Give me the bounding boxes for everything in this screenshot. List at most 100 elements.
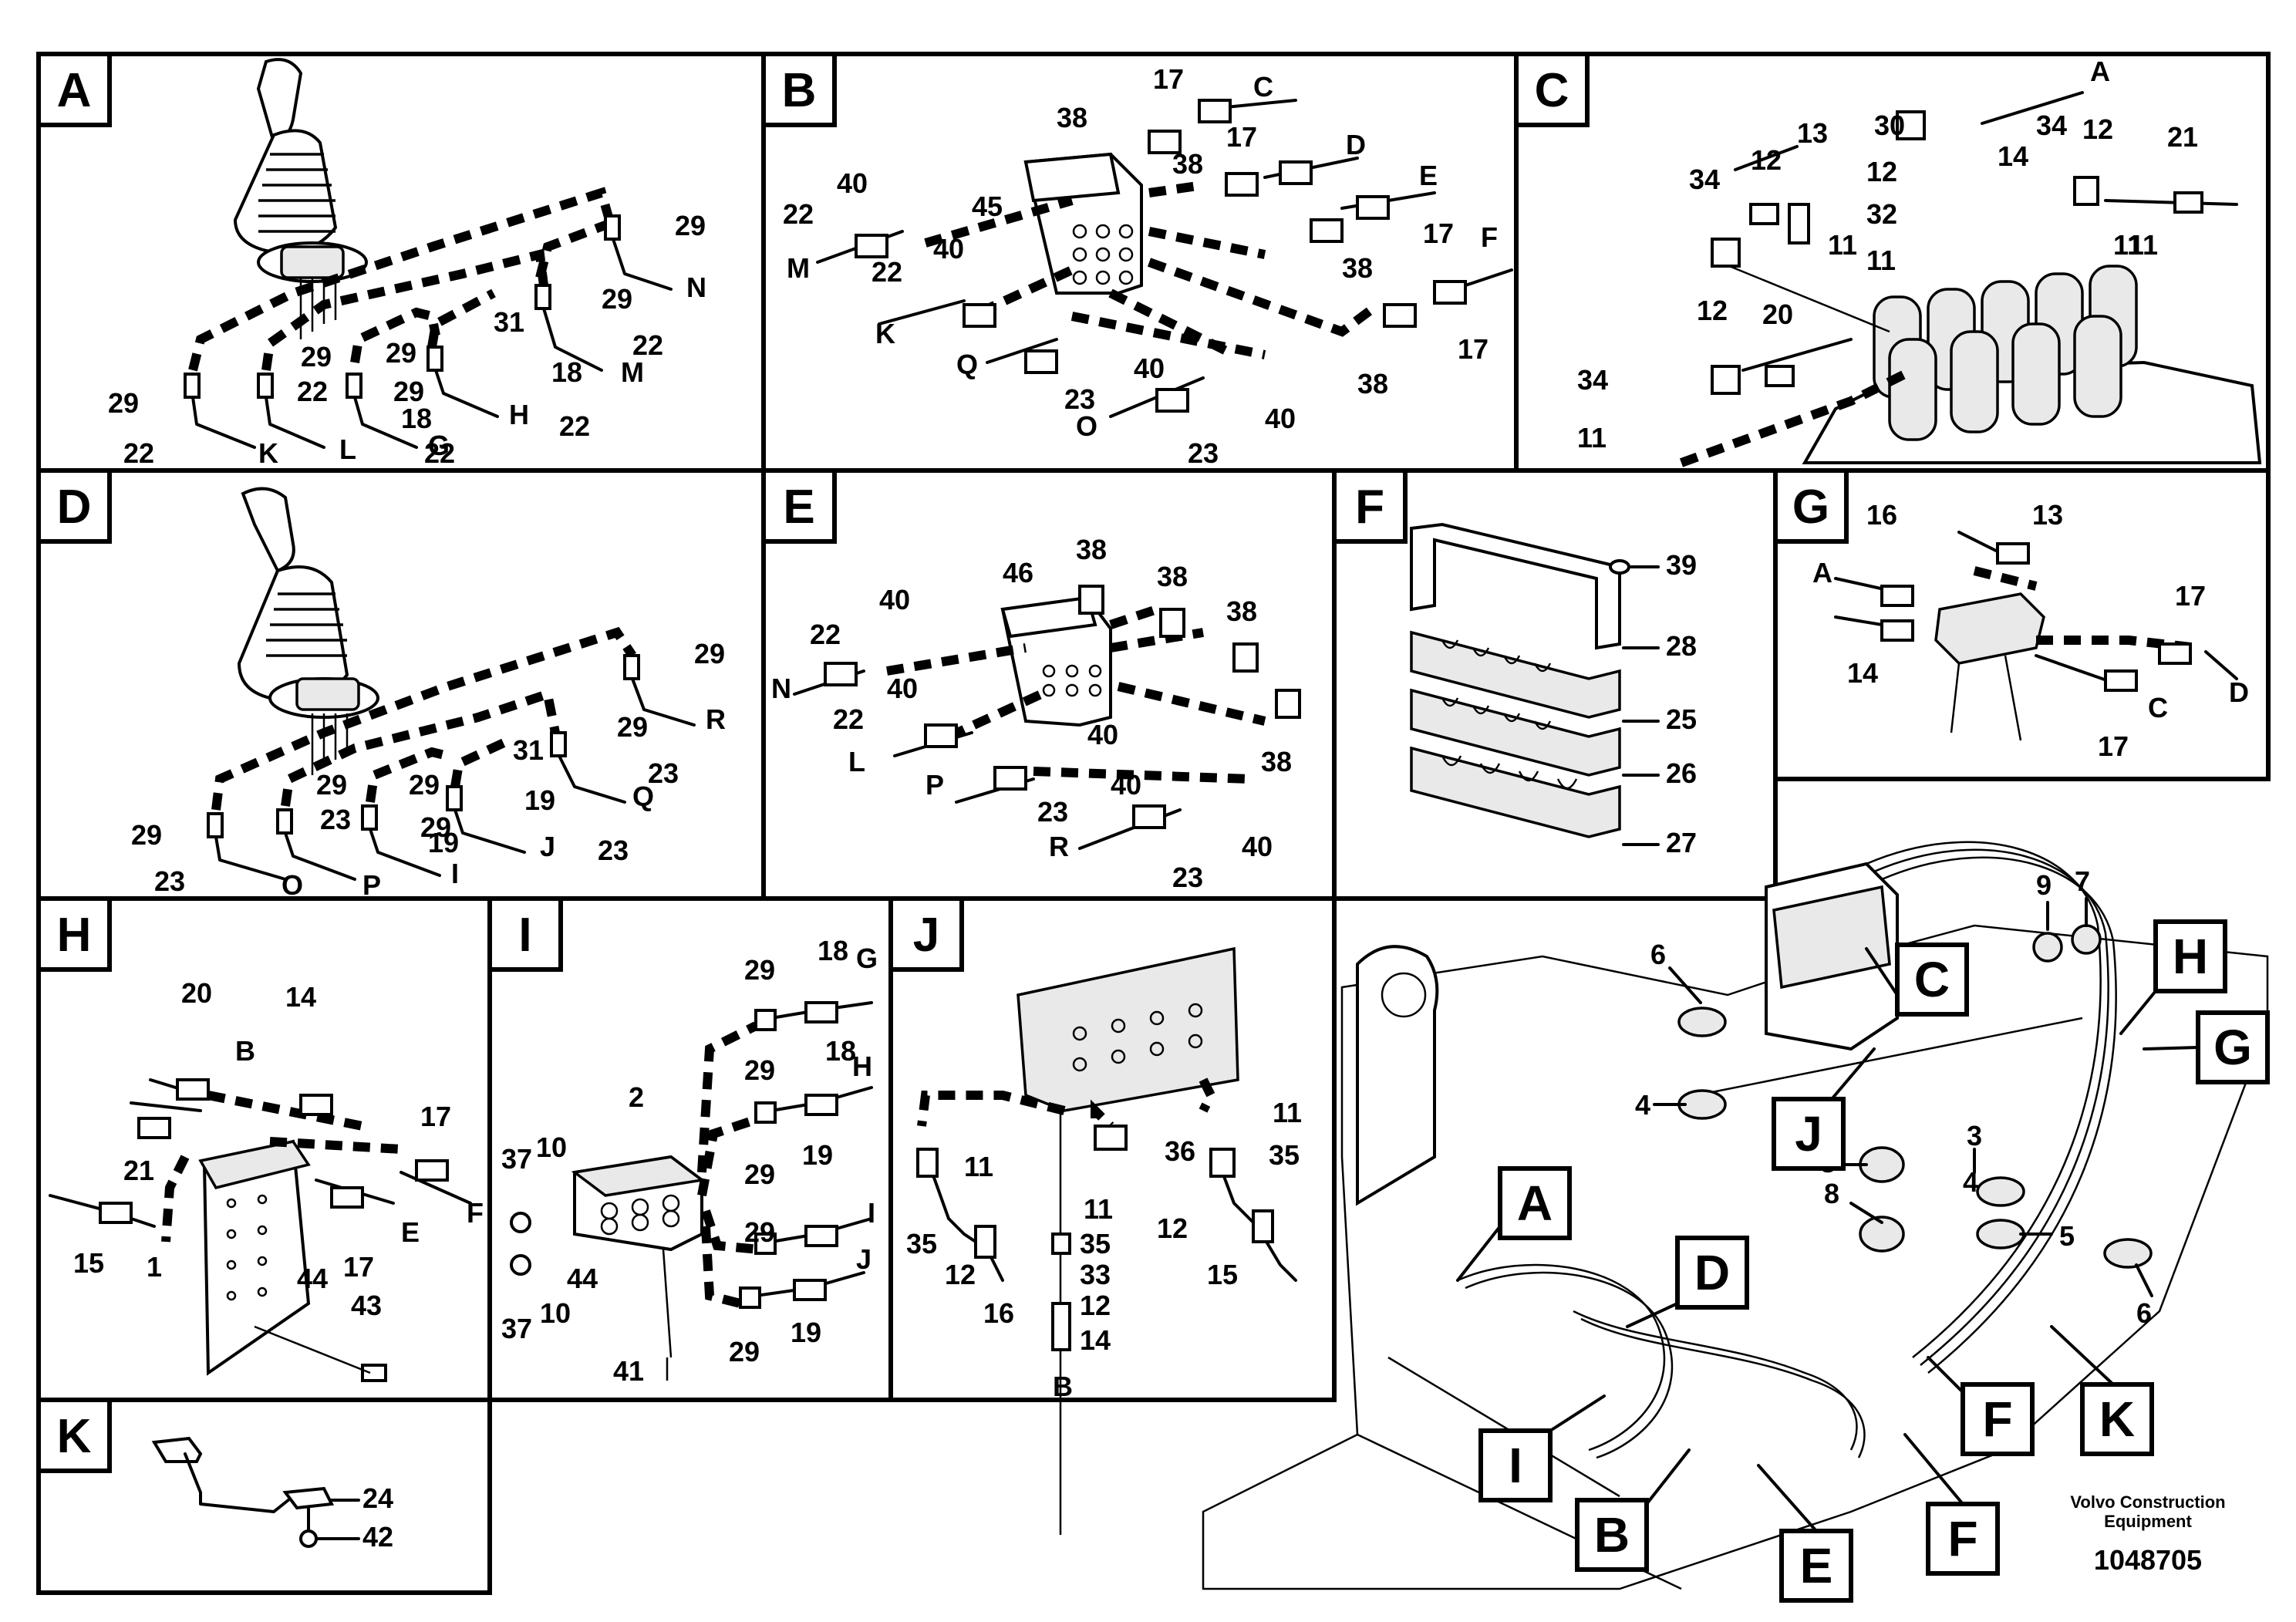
label-h-10: 17 — [343, 1251, 374, 1283]
label-e-18: 23 — [1172, 862, 1203, 893]
label-i-19: 19 — [791, 1317, 821, 1348]
label-i-8: 37 — [501, 1143, 532, 1175]
label-a-18: K — [258, 437, 278, 469]
callout-i: I — [1509, 1438, 1522, 1493]
panel-a-drawing: 29 29 22 31 29 18 22 29 29 22 29 18 22 2… — [108, 58, 706, 469]
label-h-7: F — [467, 1197, 484, 1229]
label-e-16: R — [1049, 831, 1069, 862]
label-c-14: 11 — [2113, 229, 2143, 261]
label-i-18: 29 — [729, 1336, 760, 1367]
panel-d-drawing: 29 29 R 31 29 23 Q 29 29 19 29 23 19 J 2… — [131, 487, 726, 901]
label-i-13: 29 — [744, 1216, 775, 1248]
label-c-7: 34 — [1689, 164, 1720, 195]
company-name-line1: Volvo Construction — [2070, 1492, 2225, 1512]
label-d-19: I — [451, 858, 459, 889]
label-d-3: R — [706, 703, 726, 735]
label-e-13: P — [925, 769, 944, 801]
label-b-5: D — [1346, 129, 1366, 160]
label-h-6: E — [401, 1216, 420, 1248]
label-d-9: 29 — [131, 819, 162, 851]
overview-callouts: C H G J A D I B E F F K — [1456, 919, 2270, 1603]
company-name-line2: Equipment — [2104, 1512, 2192, 1531]
label-b-12: E — [1419, 160, 1438, 191]
panel-letter-i: I — [518, 909, 531, 962]
label-d-15: 23 — [598, 835, 629, 866]
label-j-12: 15 — [1207, 1259, 1238, 1290]
label-j-10: 33 — [1080, 1259, 1111, 1290]
label-i-16: 37 — [501, 1313, 532, 1344]
label-i-15: 44 — [567, 1263, 598, 1294]
label-b-21: 40 — [1265, 403, 1296, 434]
label-b-8: 45 — [972, 191, 1003, 222]
callout-k: K — [2099, 1391, 2135, 1447]
panel-e-drawing: 38 46 38 40 38 22 N 22 40 38 L 40 P 23 4… — [771, 534, 1301, 893]
label-a-8: 29 — [301, 341, 332, 373]
label-f-5: 27 — [1666, 827, 1697, 858]
label-c-1: A — [2090, 56, 2110, 87]
panel-h-drawing: 20 14 B 21 17 E F 15 1 17 44 43 — [49, 977, 484, 1382]
label-e-1: 38 — [1076, 534, 1107, 565]
panel-letter-h: H — [57, 909, 92, 962]
label-i-11: 19 — [802, 1139, 833, 1171]
overview-label-7: 4 — [1963, 1166, 1978, 1198]
label-c-4: 34 — [2036, 110, 2067, 141]
label-d-17: O — [282, 869, 303, 901]
label-b-13: 17 — [1423, 218, 1454, 249]
panel-letters: A B C D E F G H I J K — [36, 52, 1849, 1473]
label-d-12: 23 — [320, 804, 351, 835]
label-h-1: 20 — [181, 977, 212, 1009]
overview-label-2: 9 — [2036, 869, 2052, 901]
label-i-17: 10 — [540, 1297, 571, 1329]
label-j-7: 12 — [1157, 1212, 1188, 1244]
label-c-2: 30 — [1874, 110, 1905, 141]
panel-g-drawing: 16 13 A 17 14 C D 17 — [1812, 499, 2249, 762]
panel-letter-b: B — [782, 64, 817, 117]
label-i-4: 29 — [744, 1054, 775, 1086]
label-d-6: 23 — [648, 757, 679, 789]
callout-j: J — [1795, 1106, 1822, 1162]
label-h-3: B — [235, 1035, 255, 1067]
label-c-10: 12 — [1866, 156, 1897, 187]
label-k-2: 42 — [362, 1521, 393, 1553]
label-c-6: 21 — [2167, 121, 2198, 153]
label-j-14: 14 — [1080, 1324, 1111, 1356]
label-h-9: 1 — [147, 1251, 162, 1283]
panel-c-drawing: A 30 14 34 12 21 34 12 13 12 32 11 11 11… — [1577, 56, 2262, 467]
drawing-number: 1048705 — [2094, 1544, 2202, 1576]
label-j-6: 35 — [1080, 1228, 1111, 1259]
label-f-1: 39 — [1666, 549, 1697, 581]
label-c-8: 12 — [1751, 144, 1782, 176]
label-j-8: 35 — [906, 1228, 937, 1259]
label-j-11: 12 — [1080, 1290, 1111, 1321]
label-i-5: 18 — [825, 1035, 856, 1067]
label-b-14: F — [1481, 221, 1498, 253]
label-a-6: 18 — [551, 356, 582, 388]
label-b-18: 40 — [1134, 352, 1165, 384]
label-b-10: M — [787, 252, 810, 284]
label-b-22: O — [1076, 410, 1097, 442]
label-g-8: 17 — [2098, 730, 2129, 762]
label-e-6: 22 — [810, 619, 841, 650]
overview-label-4: 4 — [1635, 1089, 1650, 1121]
label-a-15: N — [686, 271, 706, 303]
label-a-13: 22 — [123, 437, 154, 469]
label-h-11: 44 — [297, 1263, 328, 1294]
label-i-10: 29 — [744, 1158, 775, 1190]
label-b-6: 38 — [1172, 148, 1203, 180]
callout-b: B — [1594, 1507, 1630, 1563]
callout-f-1: F — [1982, 1391, 2012, 1447]
label-c-9: 13 — [1797, 117, 1828, 149]
label-b-4: 17 — [1226, 121, 1257, 153]
label-e-9: 40 — [887, 673, 918, 704]
callout-h: H — [2173, 929, 2208, 984]
label-e-10: 38 — [1261, 746, 1292, 777]
label-c-17: 20 — [1762, 298, 1793, 330]
label-f-4: 26 — [1666, 757, 1697, 789]
label-a-19: L — [339, 433, 356, 465]
panel-k-drawing: 24 42 — [151, 1436, 393, 1553]
panel-letter-d: D — [57, 481, 92, 534]
label-a-14: 22 — [424, 437, 455, 469]
label-b-17: K — [875, 318, 895, 349]
label-h-4: 21 — [123, 1155, 154, 1186]
